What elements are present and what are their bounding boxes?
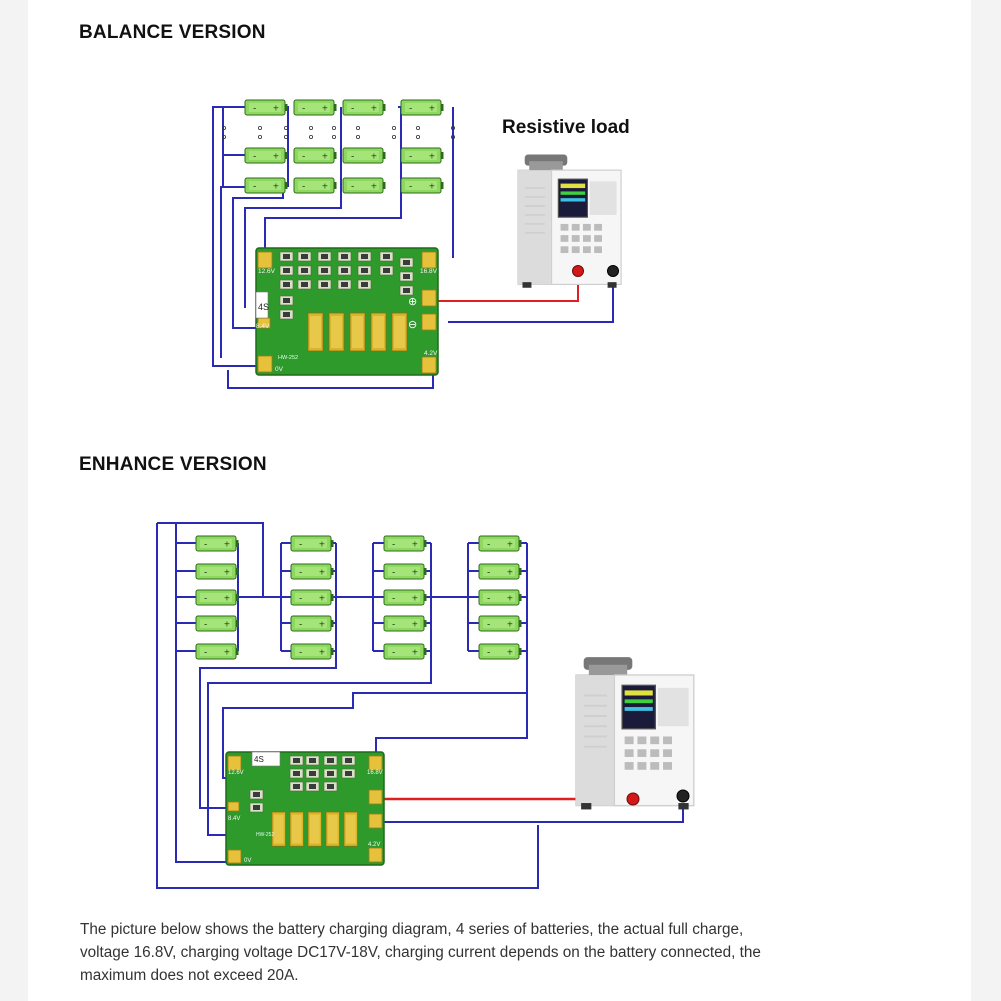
load-positive-terminal: [572, 265, 584, 277]
wiring-diagrams: - +: [156, 99, 695, 889]
pad-label-16-8v: 16.8V: [420, 268, 438, 275]
balance-battery-pack: [221, 99, 455, 194]
pad-label-12-6v: 12.6V: [258, 268, 276, 275]
parallel-dots: [221, 126, 455, 139]
enhance-protection-board: 4S 12.6V 16.8: [225, 751, 385, 866]
resistive-load-label: Resistive load: [502, 117, 630, 138]
pad-label-4-2v: 4.2V: [424, 350, 438, 357]
battery: [342, 177, 386, 194]
battery: [244, 177, 288, 194]
enhance-version-heading: ENHANCE VERSION: [79, 454, 267, 475]
load-positive-terminal: [626, 792, 640, 806]
battery: [293, 147, 337, 164]
load-negative-terminal: [676, 789, 690, 803]
battery: [244, 99, 288, 116]
battery: [400, 177, 444, 194]
pad-label-12-6v: 12.6V: [228, 770, 244, 776]
board-model-label: HW-252: [278, 355, 298, 361]
product-page: BALANCE VERSION ENHANCE VERSION - +: [28, 0, 971, 1001]
battery: [342, 99, 386, 116]
battery: [293, 99, 337, 116]
pad-label-0v: 0V: [275, 366, 284, 373]
electronic-load-instrument: [517, 153, 622, 289]
battery: [293, 177, 337, 194]
enhance-blue-wires: [156, 522, 684, 889]
load-negative-terminal: [607, 265, 619, 277]
board-minus-symbol: ⊖: [408, 319, 417, 331]
description-text: The picture below shows the battery char…: [80, 921, 761, 984]
board-model-label: HW-252: [256, 832, 274, 838]
battery: [342, 147, 386, 164]
balance-version-heading: BALANCE VERSION: [79, 22, 266, 43]
electronic-load-instrument: [575, 656, 695, 811]
pad-label-0v: 0V: [244, 858, 251, 864]
battery: [400, 99, 444, 116]
battery: [400, 147, 444, 164]
board-series-label: 4S: [258, 302, 269, 312]
balance-diagram: 4S 12.6V 16.8V 8.4V 4.2V 0V HW-252 ⊕ ⊖: [212, 99, 630, 389]
pad-label-16-8v: 16.8V: [367, 770, 383, 776]
enhance-diagram: 4S 12.6V 16.8: [156, 522, 695, 889]
balance-protection-board: 4S 12.6V 16.8V 8.4V 4.2V 0V HW-252 ⊕ ⊖: [255, 247, 439, 376]
board-series-label: 4S: [254, 755, 264, 764]
battery: [244, 147, 288, 164]
pad-label-8-4v: 8.4V: [256, 323, 270, 330]
board-plus-symbol: ⊕: [408, 296, 417, 308]
pad-label-8-4v: 8.4V: [228, 816, 240, 822]
pad-label-4-2v: 4.2V: [368, 842, 380, 848]
